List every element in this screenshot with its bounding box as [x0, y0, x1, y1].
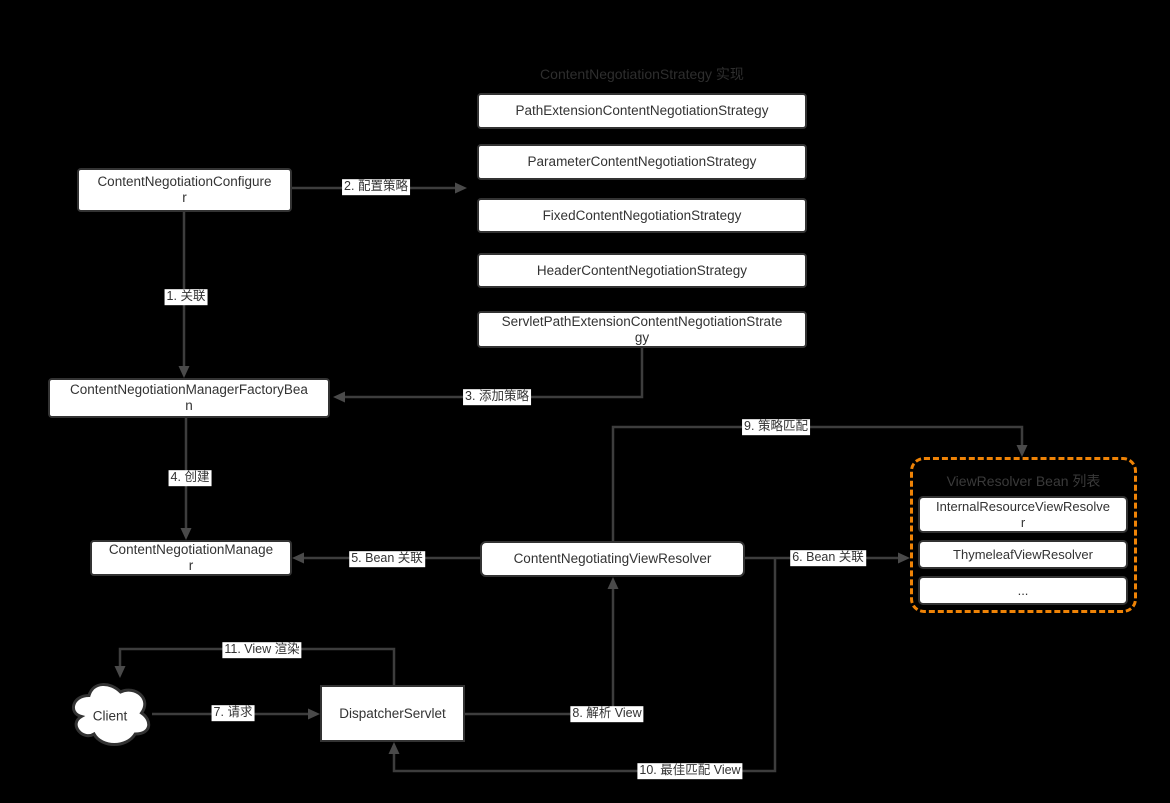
node-path-extension-strategy: PathExtensionContentNegotiationStrategy — [477, 93, 807, 129]
node-internal-resource-view-resolver: InternalResourceViewResolve r — [918, 496, 1128, 533]
node-content-negotiation-manager-factory-bean: ContentNegotiationManagerFactoryBea n — [48, 378, 330, 418]
viewresolver-group-title: ViewResolver Bean 列表 — [946, 473, 1101, 489]
edge-label-2: 2. 配置策略 — [342, 179, 410, 195]
node-content-negotiation-configurer: ContentNegotiationConfigure r — [77, 168, 292, 212]
edge-label-6: 6. Bean 关联 — [790, 550, 866, 566]
edge-10-best-match-view — [388, 558, 777, 773]
edge-8-resolve-view — [465, 577, 619, 716]
edge-label-9: 9. 策略匹配 — [742, 419, 810, 435]
edge-label-4: 4. 创建 — [168, 470, 212, 486]
client-cloud — [71, 683, 151, 746]
edge-3-add-strategy — [333, 348, 644, 403]
node-fixed-strategy: FixedContentNegotiationStrategy — [477, 198, 807, 233]
edge-label-5: 5. Bean 关联 — [349, 551, 425, 567]
edge-label-10: 10. 最佳匹配 View — [637, 763, 743, 779]
edge-label-11: 11. View 渲染 — [222, 642, 302, 658]
edge-label-1: 1. 关联 — [164, 289, 208, 305]
node-content-negotiating-view-resolver: ContentNegotiatingViewResolver — [480, 541, 745, 577]
viewresolver-group-container — [910, 457, 1137, 613]
node-servlet-path-extension-strategy: ServletPathExtensionContentNegotiationSt… — [477, 311, 807, 348]
node-more-view-resolvers: ... — [918, 576, 1128, 605]
node-dispatcher-servlet: DispatcherServlet — [320, 685, 465, 742]
edge-label-3: 3. 添加策略 — [463, 389, 531, 405]
node-parameter-strategy: ParameterContentNegotiationStrategy — [477, 144, 807, 180]
node-header-strategy: HeaderContentNegotiationStrategy — [477, 253, 807, 288]
edge-9-strategy-match — [611, 425, 1028, 541]
node-thymeleaf-view-resolver: ThymeleafViewResolver — [918, 540, 1128, 569]
client-cloud-label: Client — [92, 708, 128, 724]
strategy-group-title: ContentNegotiationStrategy 实现 — [540, 66, 744, 82]
node-content-negotiation-manager: ContentNegotiationManage r — [90, 540, 292, 576]
edge-label-8: 8. 解析 View — [570, 706, 644, 722]
edge-label-7: 7. 请求 — [211, 705, 255, 721]
